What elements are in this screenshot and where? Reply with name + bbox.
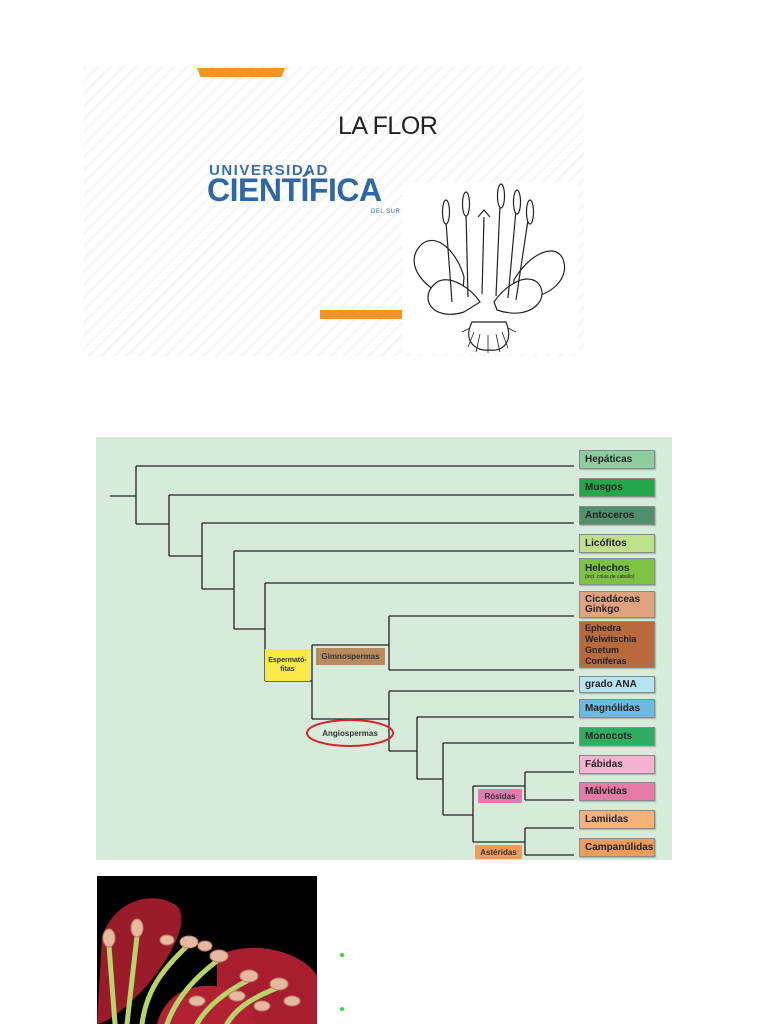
logo-top-text: UNIVERSIDAD	[209, 162, 329, 179]
taxon-hepaticas: Hepáticas	[579, 450, 655, 469]
taxon-fabidas-label: Fábidas	[585, 758, 623, 770]
taxon-campanulidas: Campanúlidas	[579, 838, 655, 857]
clade-espermatofitas: Espermató- fitas	[265, 649, 310, 681]
taxon-lamiidas-label: Lamiidas	[585, 813, 629, 825]
taxon-coniferas-label: Coníferas	[585, 655, 627, 666]
taxon-magnolidas-label: Magnólidas	[585, 702, 641, 714]
clade-espermatofitas-line2: fitas	[280, 666, 295, 673]
taxon-helechos-sub: (incl. colas de caballo)	[585, 573, 635, 580]
stamen-micrograph	[97, 876, 317, 1024]
flower-illustration	[402, 182, 578, 354]
taxon-cicadaceas-ginkgo: Cicadáceas Ginkgo	[579, 591, 655, 618]
taxon-licofitos-label: Licófitos	[585, 537, 627, 549]
taxon-gnetales-coniferas: Ephedra Welwitschia Gnetum Coníferas	[579, 621, 655, 668]
angiospermas-highlight-ring	[306, 719, 394, 747]
clade-rosidas: Rósidas	[478, 789, 522, 803]
bullet-point-2	[340, 1007, 344, 1011]
logo-main-text: CIENTÍFICA	[207, 172, 382, 208]
taxon-antoceros: Antoceros	[579, 506, 655, 525]
taxon-ginkgo-label: Ginkgo	[585, 603, 620, 615]
taxon-magnolidas: Magnólidas	[579, 699, 655, 718]
university-logo: UNIVERSIDAD CIENTÍFICA DEL SUR	[207, 162, 409, 220]
taxon-lamiidas: Lamiidas	[579, 810, 655, 829]
taxon-licofitos: Licófitos	[579, 534, 655, 553]
clade-gimnospermas: Gimnospermas	[316, 648, 385, 665]
taxon-antoceros-label: Antoceros	[585, 509, 635, 521]
cladogram-tree	[110, 465, 574, 856]
taxon-welwitschia-label: Welwitschia	[585, 633, 637, 644]
accent-bar-bottom	[320, 310, 404, 319]
taxon-malvidas-label: Málvidas	[585, 785, 628, 797]
taxon-campanulidas-label: Campanúlidas	[585, 841, 654, 853]
logo-sub-text: DEL SUR	[371, 209, 401, 215]
taxon-ephedra-label: Ephedra	[585, 622, 622, 633]
taxon-hepaticas-label: Hepáticas	[585, 453, 633, 465]
slide-title: LA FLOR	[338, 112, 438, 140]
taxon-malvidas: Málvidas	[579, 782, 655, 801]
taxon-monocots-label: Monocots	[585, 730, 633, 742]
taxon-musgos-label: Musgos	[585, 481, 623, 493]
taxon-cicadaceas-label: Cicadáceas	[585, 593, 641, 605]
clade-espermatofitas-line1: Espermató-	[268, 657, 307, 664]
clade-angiospermas: Angiospermas	[322, 728, 378, 738]
clade-asteridas: Astéridas	[475, 845, 522, 859]
taxon-fabidas: Fábidas	[579, 755, 655, 774]
taxon-monocots: Monocots	[579, 727, 655, 746]
taxon-grado-ana-label: grado ANA	[585, 678, 637, 690]
bullet-point-1	[340, 953, 344, 957]
taxon-helechos: Helechos (incl. colas de caballo)	[579, 558, 655, 585]
title-slide: LA FLOR UNIVERSIDAD CIENTÍFICA DEL SUR	[84, 66, 584, 356]
taxon-gnetum-label: Gnetum	[585, 644, 620, 655]
accent-bar-top	[197, 68, 285, 77]
taxon-musgos: Musgos	[579, 478, 655, 497]
taxon-grado-ana: grado ANA	[579, 676, 655, 693]
plant-cladogram: Espermató- fitas Gimnospermas Angiosperm…	[96, 437, 672, 860]
taxon-helechos-label: Helechos	[585, 562, 630, 574]
